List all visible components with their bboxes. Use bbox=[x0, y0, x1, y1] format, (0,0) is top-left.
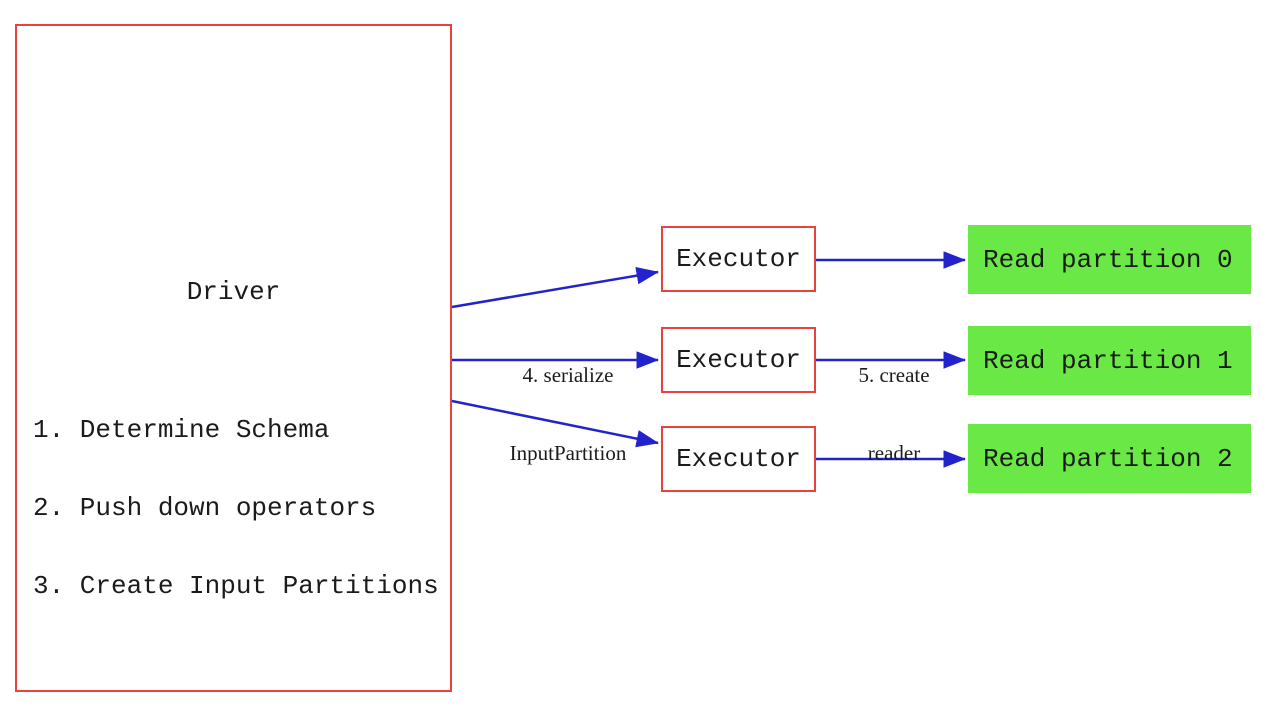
edge-label-serialize-input-partition: 4. serialize InputPartition bbox=[458, 310, 678, 518]
edge-label-reader-line2: reader bbox=[867, 441, 921, 465]
edge-label-create-reader: 5. create reader bbox=[814, 310, 974, 518]
edge-label-serialize-line2: InputPartition bbox=[509, 441, 627, 465]
executor-label-2: Executor bbox=[676, 444, 801, 474]
driver-title: Driver bbox=[186, 277, 281, 307]
driver-step-3: 3. Create Input Partitions bbox=[33, 571, 439, 601]
driver-step-2: 2. Push down operators bbox=[33, 493, 377, 523]
driver-step-1: 1. Determine Schema bbox=[33, 415, 330, 445]
read-partition-label-0: Read partition 0 bbox=[983, 244, 1233, 275]
edge-label-serialize-line1: 4. serialize bbox=[522, 363, 614, 387]
executor-box-1: Executor bbox=[661, 327, 816, 393]
read-partition-label-2: Read partition 2 bbox=[983, 443, 1233, 474]
arrow-driver-to-executor-0 bbox=[451, 266, 659, 309]
read-partition-box-0: Read partition 0 bbox=[968, 225, 1251, 294]
read-partition-box-2: Read partition 2 bbox=[968, 424, 1251, 493]
executor-box-0: Executor bbox=[661, 226, 816, 292]
executor-box-2: Executor bbox=[661, 426, 816, 492]
executor-label-1: Executor bbox=[676, 345, 801, 375]
read-partition-label-1: Read partition 1 bbox=[983, 345, 1233, 376]
edge-label-reader-line1: 5. create bbox=[858, 363, 930, 387]
executor-label-0: Executor bbox=[676, 244, 801, 274]
driver-box: Driver 1. Determine Schema 2. Push down … bbox=[15, 24, 452, 692]
read-partition-box-1: Read partition 1 bbox=[968, 326, 1251, 395]
driver-steps-list: 1. Determine Schema 2. Push down operato… bbox=[33, 365, 439, 651]
